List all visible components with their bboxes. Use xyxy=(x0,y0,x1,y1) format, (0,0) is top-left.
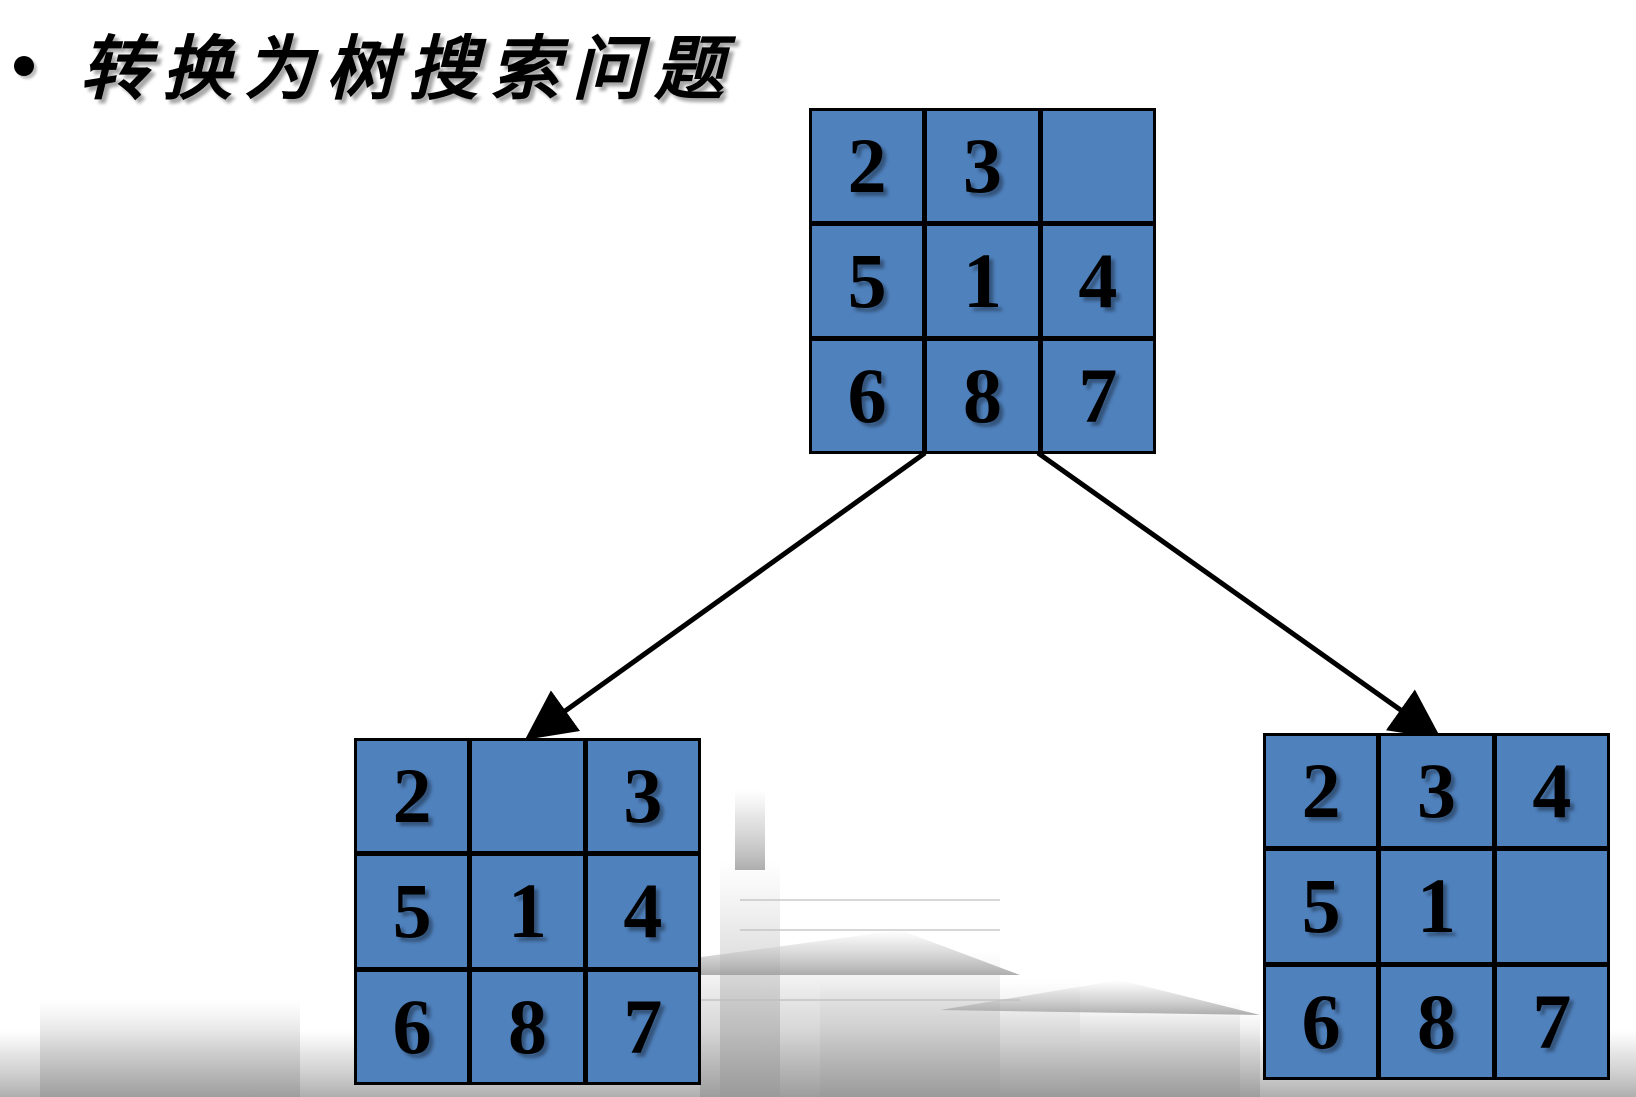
tile: 3 xyxy=(927,111,1038,221)
tile: 8 xyxy=(472,971,583,1082)
tile: 2 xyxy=(812,111,923,221)
tile: 5 xyxy=(812,226,923,336)
tile: 1 xyxy=(1381,851,1492,962)
edge-root-to-right xyxy=(1036,450,1442,739)
tile: 4 xyxy=(587,856,698,967)
tile: 3 xyxy=(1381,736,1492,847)
title-text: 转换为树搜索问题 xyxy=(80,26,736,110)
puzzle-board-root: 2 3 5 1 4 6 8 7 xyxy=(809,108,1156,454)
bullet-dot-icon xyxy=(14,56,34,76)
tile: 8 xyxy=(1381,966,1492,1077)
tile: 6 xyxy=(1266,966,1377,1077)
tile-empty xyxy=(1496,851,1607,962)
tile: 2 xyxy=(357,741,468,852)
tile: 4 xyxy=(1496,736,1607,847)
tile: 3 xyxy=(587,741,698,852)
tile: 4 xyxy=(1042,226,1153,336)
tile-empty xyxy=(472,741,583,852)
tile: 1 xyxy=(927,226,1038,336)
tile: 2 xyxy=(1266,736,1377,847)
puzzle-board-left-child: 2 3 5 1 4 6 8 7 xyxy=(354,738,701,1085)
tile: 5 xyxy=(1266,851,1377,962)
tile: 7 xyxy=(1042,341,1153,451)
edge-root-to-left xyxy=(524,450,927,740)
tile: 5 xyxy=(357,856,468,967)
puzzle-board-right-child: 2 3 4 5 1 6 8 7 xyxy=(1263,733,1610,1080)
tile-empty xyxy=(1042,111,1153,221)
tile: 7 xyxy=(1496,966,1607,1077)
tile: 6 xyxy=(812,341,923,451)
tile: 1 xyxy=(472,856,583,967)
slide-title: 转换为树搜索问题 xyxy=(14,8,736,118)
tile: 7 xyxy=(587,971,698,1082)
tile: 8 xyxy=(927,341,1038,451)
tile: 6 xyxy=(357,971,468,1082)
